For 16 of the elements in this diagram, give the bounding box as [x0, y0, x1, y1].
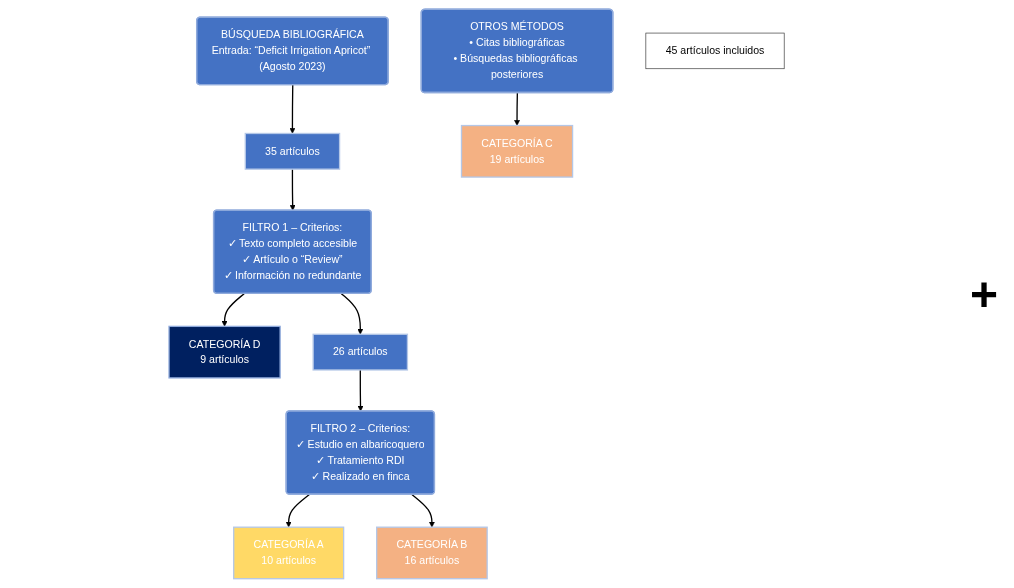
node-box: 45 artículos incluidos	[645, 32, 785, 70]
arrow	[358, 369, 364, 412]
node-box: CATEGORÍA C 19 artículos	[461, 124, 574, 178]
arrow	[341, 293, 364, 335]
arrow	[289, 84, 296, 134]
node-box: 26 artículos	[312, 333, 409, 371]
arrow	[286, 493, 311, 528]
node-box: CATEGORÍA D 9 artículos	[168, 325, 282, 379]
plus-sign: +	[969, 266, 999, 322]
arrow	[411, 493, 436, 528]
arrow	[514, 92, 521, 126]
node-box: 35 artículos	[245, 132, 341, 170]
node-box: CATEGORÍA B 16 artículos	[376, 526, 489, 580]
arrow	[222, 293, 246, 327]
arrow	[290, 168, 296, 211]
node-box: CATEGORÍA A 10 artículos	[233, 526, 345, 580]
